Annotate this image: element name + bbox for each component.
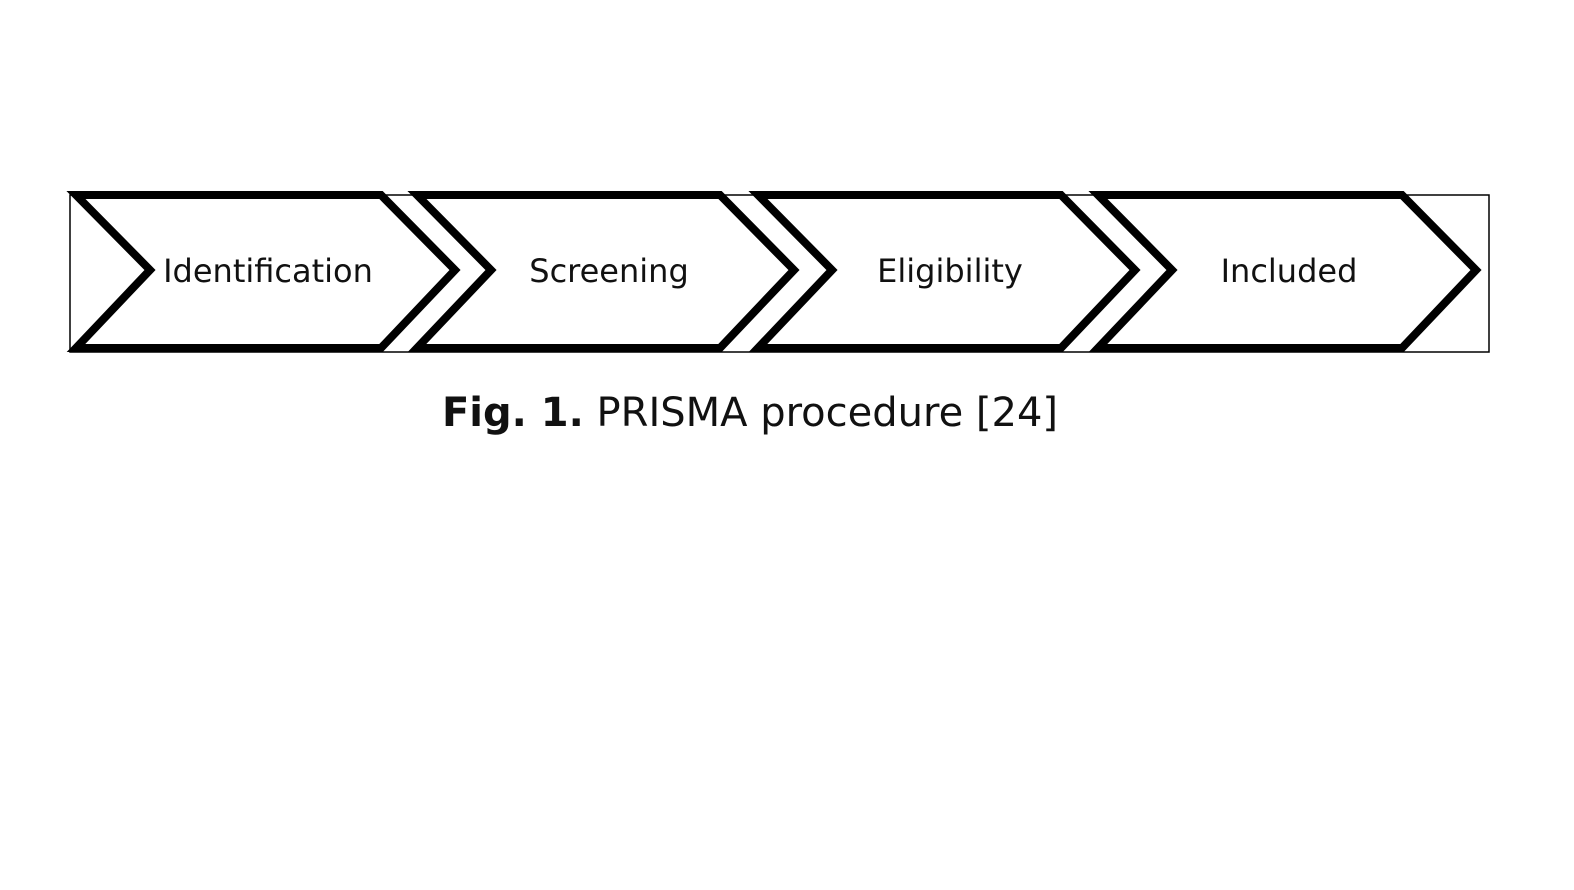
step-screening: Screening [407, 191, 800, 352]
step-included: Included [1088, 191, 1482, 352]
figure-caption-text: PRISMA procedure [24] [596, 390, 1058, 436]
chevron-eligibility [748, 191, 1141, 352]
step-eligibility: Eligibility [748, 191, 1141, 352]
step-identification: Identification [66, 191, 461, 352]
chevron-included [1088, 191, 1482, 352]
figure-number: Fig. 1. [441, 390, 584, 436]
chevron-identification [66, 191, 461, 352]
step-label-eligibility: Eligibility [877, 252, 1023, 290]
figure-caption: Fig. 1. PRISMA procedure [24] [0, 390, 1500, 436]
step-label-identification: Identification [163, 252, 373, 290]
chevron-screening [407, 191, 800, 352]
step-label-screening: Screening [529, 252, 689, 290]
step-label-included: Included [1221, 252, 1358, 290]
